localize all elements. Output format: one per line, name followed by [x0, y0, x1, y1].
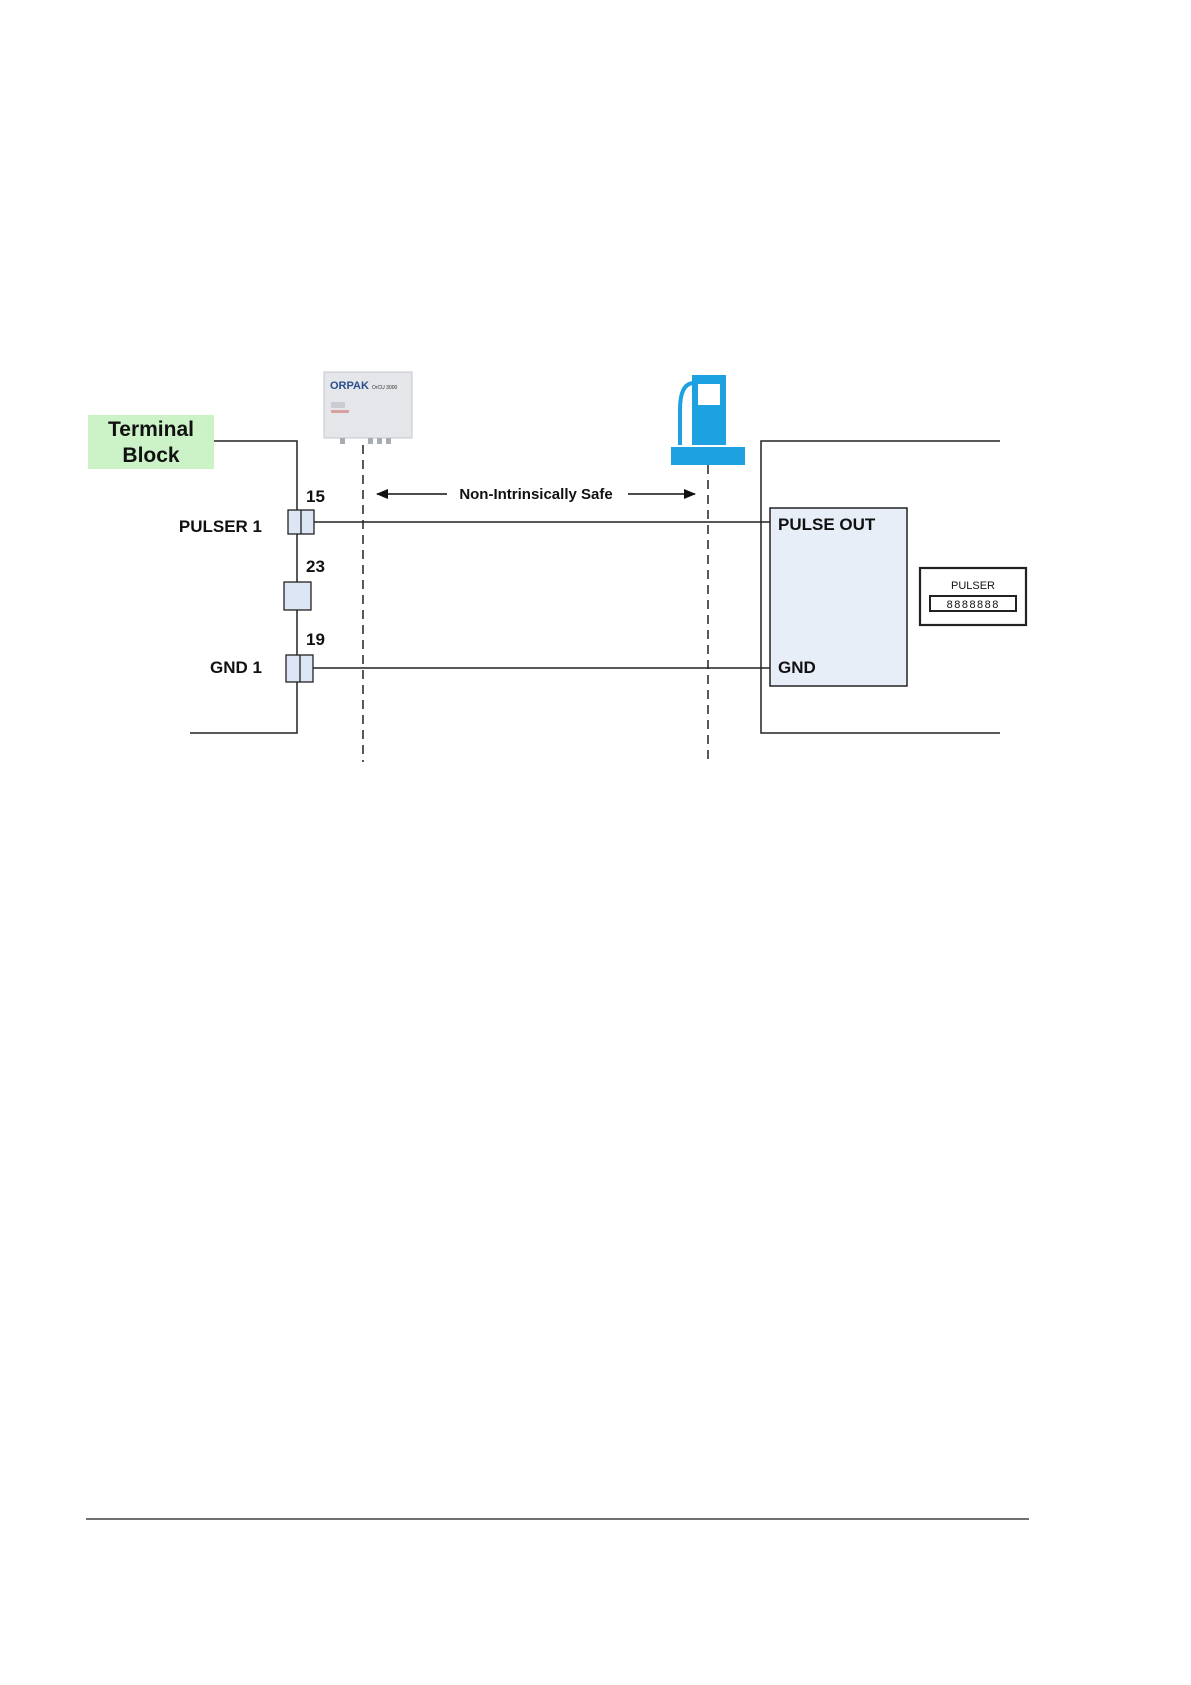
pump-display [698, 384, 720, 405]
gnd-label: GND [778, 658, 816, 677]
terminal-block-line2: Block [122, 444, 180, 467]
pulser-unit-digits: 8888888 [946, 600, 999, 612]
controller-gland [340, 438, 345, 444]
terminal-block-bracket [190, 441, 297, 733]
controller-sticker-red [331, 410, 349, 413]
pulser-unit-title: PULSER [951, 580, 995, 592]
terminal-block-line1: Terminal [108, 418, 194, 441]
signal-label-gnd-1: GND 1 [210, 658, 262, 677]
controller-gland [386, 438, 391, 444]
terminal-connector-19 [286, 655, 313, 682]
controller-brand: ORPAK [330, 380, 369, 392]
controller-sticker [331, 402, 345, 408]
signal-label-pulser-1: PULSER 1 [179, 517, 262, 536]
terminal-connector-15 [288, 510, 314, 534]
controller-gland [368, 438, 373, 444]
pulse-out-label: PULSE OUT [778, 515, 876, 534]
pin-number-19: 19 [306, 630, 325, 649]
terminal-block-label: Terminal Block [88, 415, 214, 469]
pump-base [671, 447, 745, 465]
pump-hose [680, 383, 694, 445]
pin-number-23: 23 [306, 557, 325, 576]
controller-gland [377, 438, 382, 444]
zone-label: Non-Intrinsically Safe [459, 486, 612, 503]
fuel-pump-icon [671, 375, 745, 465]
pulser-unit: PULSER 8888888 [920, 568, 1026, 625]
controller-model: OrCU 3000 [372, 385, 398, 391]
pin-number-15: 15 [306, 487, 325, 506]
controller-unit-image: ORPAK OrCU 3000 [324, 372, 412, 444]
terminal-connector-23 [284, 582, 311, 610]
